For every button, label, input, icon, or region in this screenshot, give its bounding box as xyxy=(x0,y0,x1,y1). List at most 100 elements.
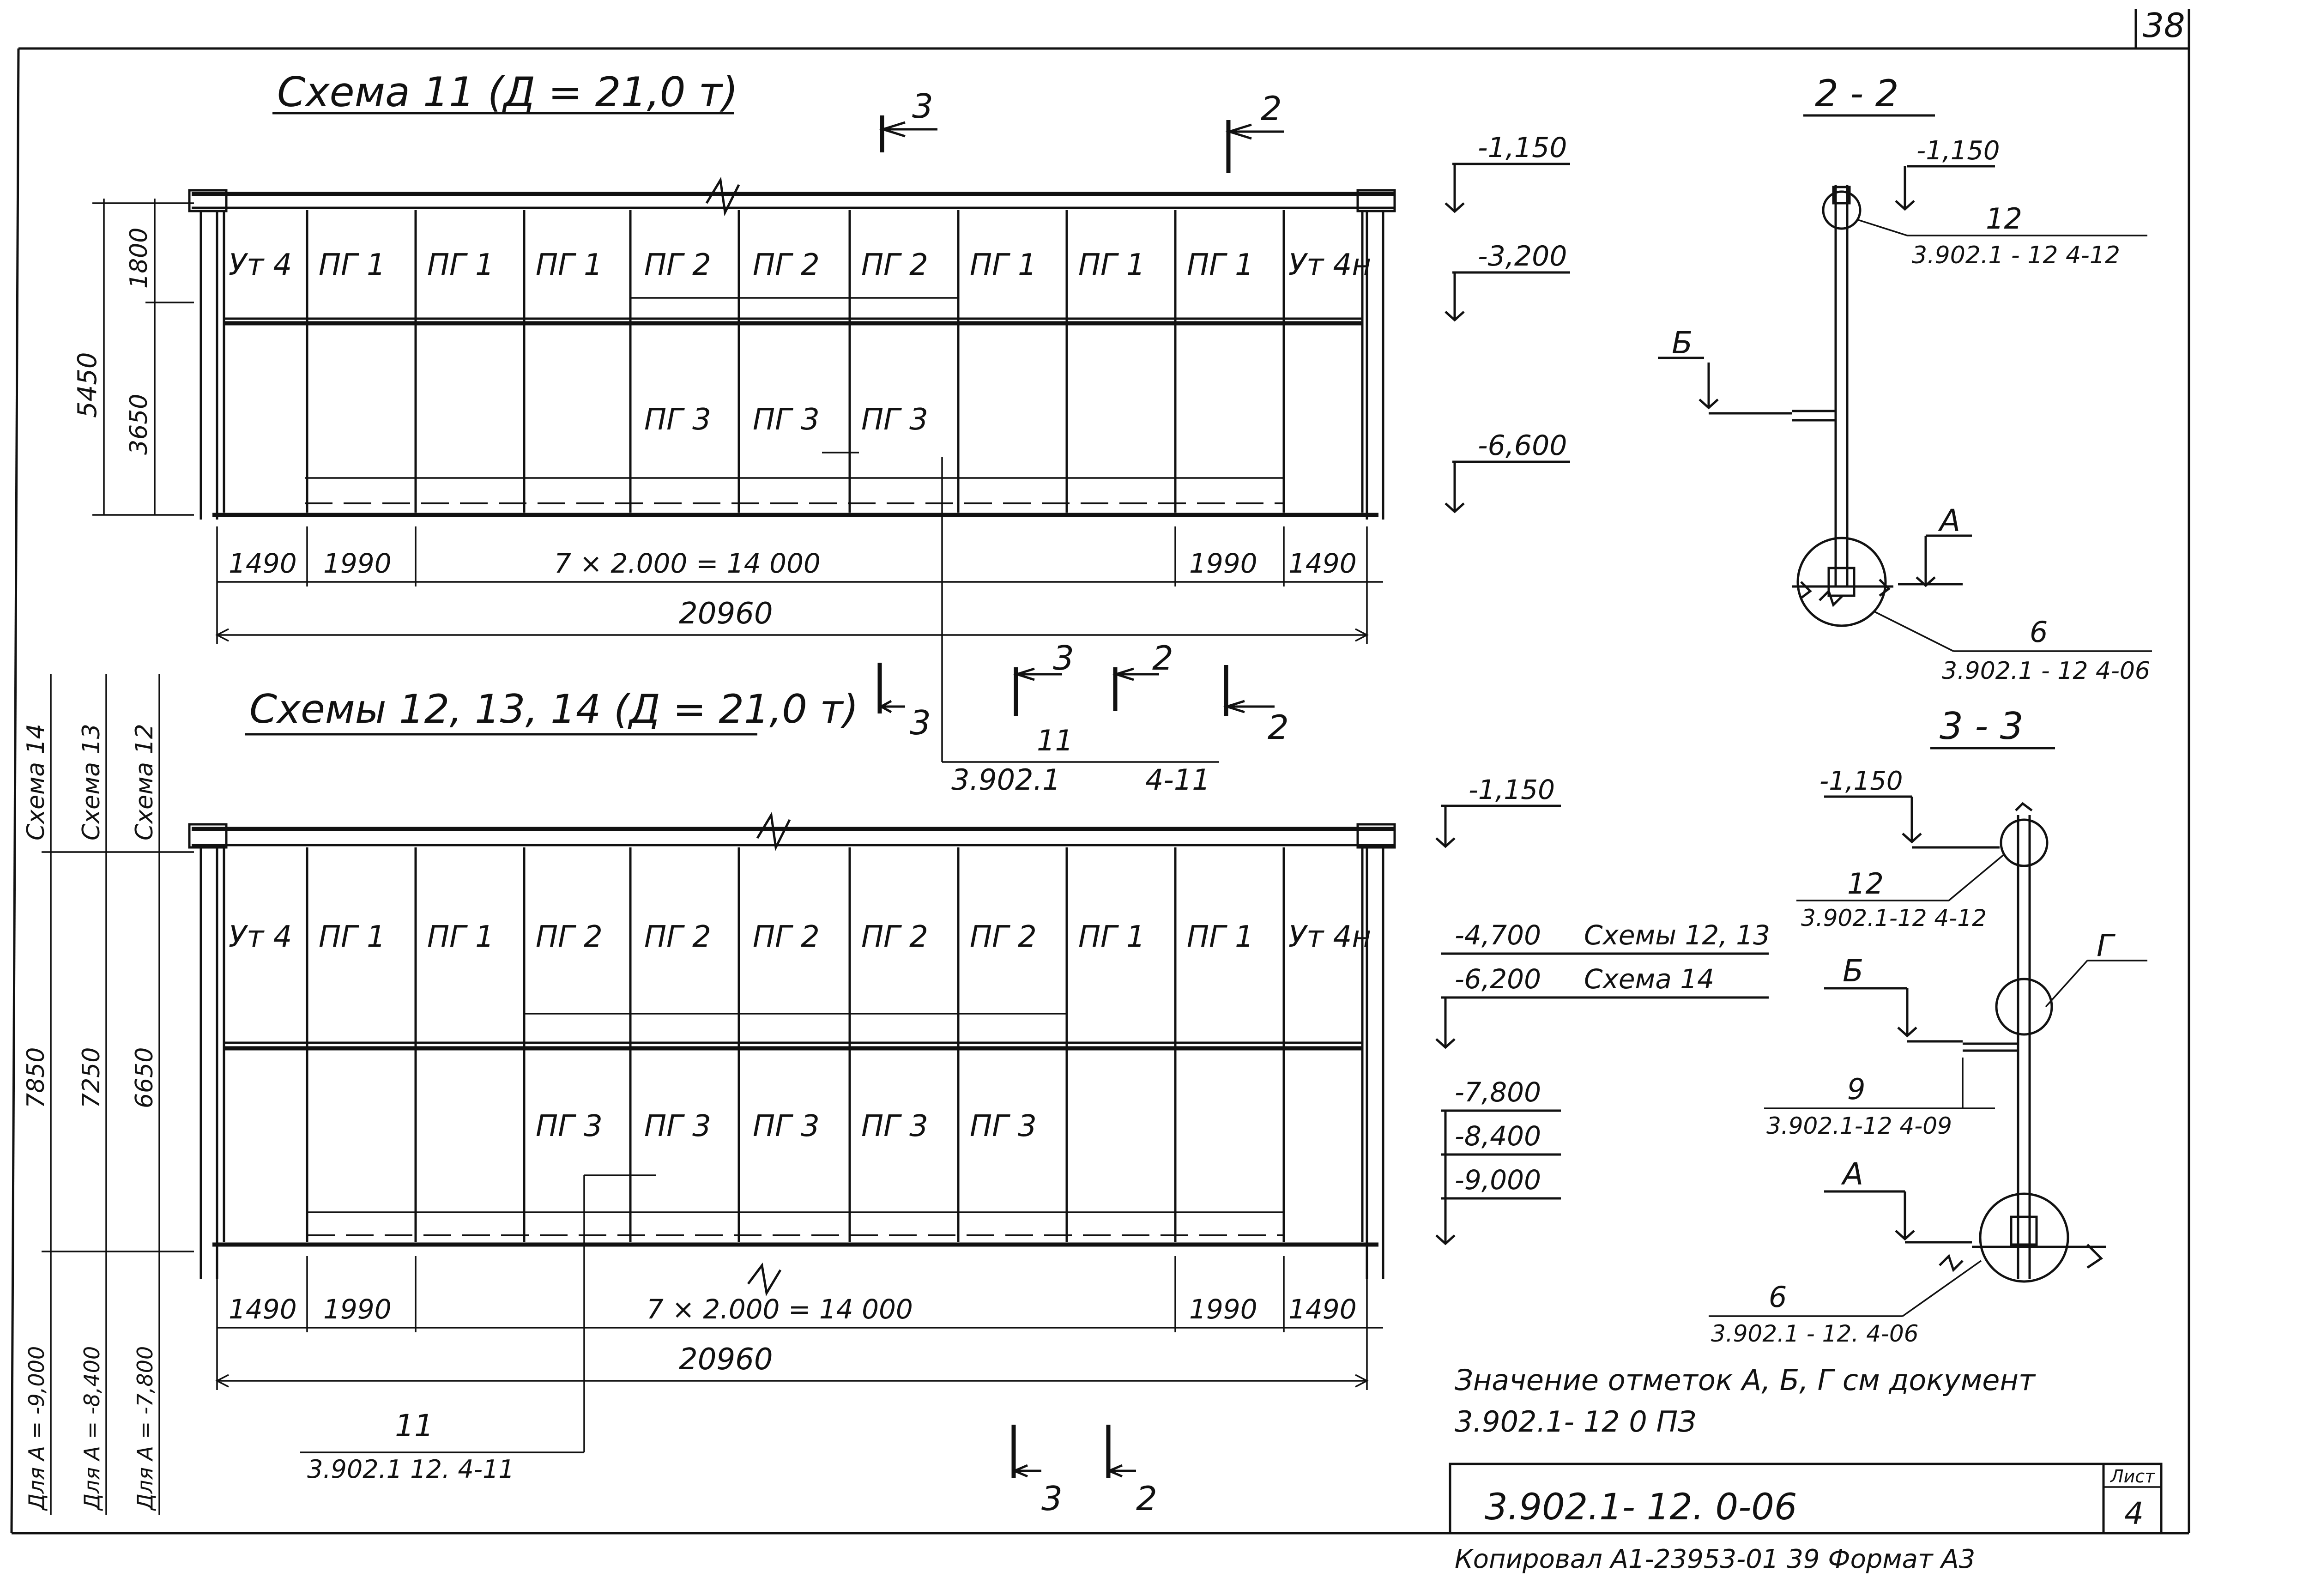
callout-ref: 3.902.1 12. 4-11 xyxy=(307,1455,514,1484)
panel-label: ПГ 1 xyxy=(1187,248,1254,282)
callout-6-num: 6 xyxy=(2030,615,2048,649)
schema-12-14-callout: 11 3.902.1 12. 4-11 xyxy=(300,1174,656,1484)
panel-label: ПГ 2 xyxy=(753,248,820,282)
section-mark-2: 2 xyxy=(1136,1479,1157,1518)
section-2-2-title: 2 - 2 xyxy=(1815,72,1899,115)
panel-label: Ут 4н xyxy=(1288,920,1371,954)
panel-label: ПГ 1 xyxy=(536,248,603,282)
side-note-7800: Для А = -7,800 xyxy=(133,1346,157,1511)
stamp-code: 3.902.1- 12. 0-06 xyxy=(1485,1487,1797,1528)
level-label: -3,200 xyxy=(1478,240,1567,272)
mark-a: А xyxy=(1841,1156,1863,1192)
panel-label: Ут 4 xyxy=(229,248,292,282)
sheet-frame: 38 xyxy=(10,6,2190,1535)
schema-11-row2-labels: ПГ 3 ПГ 3 ПГ 3 xyxy=(644,403,928,437)
panel-label: ПГ 1 xyxy=(1078,248,1145,282)
panel-label: ПГ 3 xyxy=(644,403,711,437)
hdim: 1990 xyxy=(323,548,392,579)
callout-num: 11 xyxy=(395,1408,434,1444)
section-3-3-title: 3 - 3 xyxy=(1940,705,2024,748)
callout-ref2: 4-11 xyxy=(1145,763,1210,797)
panel-label: ПГ 1 xyxy=(1187,920,1254,954)
panel-label: ПГ 2 xyxy=(970,920,1037,954)
total-dim: 20960 xyxy=(679,597,773,631)
level-label: -6,200 xyxy=(1455,963,1541,995)
note-line-1: Значение отметок А, Б, Г см документ xyxy=(1455,1363,2036,1397)
level-label: -1,150 xyxy=(1916,136,2000,166)
level-label: -1,150 xyxy=(1478,132,1567,164)
level-label: -4,700 xyxy=(1455,919,1541,951)
hdim: 1990 xyxy=(323,1294,392,1325)
hdim: 1490 xyxy=(229,1294,297,1325)
callout-9-ref: 3.902.1-12 4-09 xyxy=(1766,1112,1952,1139)
schema-11-title: Схема 11 (Д = 21,0 т) xyxy=(277,68,738,116)
vdim-3650: 3650 xyxy=(125,394,153,455)
panel-label: ПГ 1 xyxy=(970,248,1037,282)
panel-label: ПГ 1 xyxy=(1078,920,1145,954)
schema-12-14-row2-labels: ПГ 3 ПГ 3 ПГ 3 ПГ 3 ПГ 3 xyxy=(536,1109,1037,1143)
schema-11-section-marks-lower: 3 3 2 2 xyxy=(877,639,1289,747)
callout-12-num: 12 xyxy=(1986,202,2022,236)
hdim: 1490 xyxy=(1288,548,1357,579)
total-dim: 20960 xyxy=(679,1342,773,1377)
note-line-2: 3.902.1- 12 0 ПЗ xyxy=(1455,1405,1696,1439)
stamp-list-number: 4 xyxy=(2124,1496,2144,1531)
panel-label: Ут 4н xyxy=(1288,248,1371,282)
callout-12-ref: 3.902.1-12 4-12 xyxy=(1801,905,1987,931)
schema-12-14-horizontal-dims: 1490 1990 7 × 2.000 = 14 000 1990 1490 2… xyxy=(215,1256,1383,1390)
level-note: Схемы 12, 13 xyxy=(1584,919,1770,951)
stamp-list-label: Лист xyxy=(2110,1466,2156,1487)
panel-label: Ут 4 xyxy=(229,920,292,954)
schema-11-row1-labels: Ут 4 ПГ 1 ПГ 1 ПГ 1 ПГ 2 ПГ 2 ПГ 2 ПГ 1 … xyxy=(229,248,1371,282)
hdim: 1990 xyxy=(1189,1294,1257,1325)
callout-9-num: 9 xyxy=(1847,1072,1865,1106)
callout-12-num: 12 xyxy=(1847,867,1884,901)
hdim: 7 × 2.000 = 14 000 xyxy=(647,1294,913,1325)
vdim-5450: 5450 xyxy=(73,352,103,418)
stamp-footer: Копировал А1-23953-01 39 Формат А3 xyxy=(1455,1544,1975,1574)
panel-label: ПГ 3 xyxy=(753,403,820,437)
section-mark-2-lower: 2 xyxy=(1268,708,1289,747)
callout-6-ref: 3.902.1 - 12 4-06 xyxy=(1942,657,2150,685)
level-note: Схема 14 xyxy=(1584,963,1714,995)
panel-label: ПГ 3 xyxy=(753,1109,820,1143)
section-mark-3: 3 xyxy=(912,87,933,126)
panel-label: ПГ 3 xyxy=(536,1109,603,1143)
callout-ref: 3.902.1 xyxy=(951,763,1061,797)
schema-12-14-levels: -1,150 -4,700 Схемы 12, 13 -6,200 Схема … xyxy=(1435,774,1770,1245)
panel-label: ПГ 2 xyxy=(644,248,711,282)
panel-label: ПГ 3 xyxy=(644,1109,711,1143)
schema-11-section-marks: 3 2 xyxy=(879,87,1284,173)
panel-label: ПГ 3 xyxy=(970,1109,1037,1143)
panel-label: ПГ 2 xyxy=(536,920,603,954)
vdim-1800: 1800 xyxy=(125,228,153,289)
callout-6-ref: 3.902.1 - 12. 4-06 xyxy=(1711,1320,1919,1347)
schema-12-14-row1-labels: Ут 4 ПГ 1 ПГ 1 ПГ 2 ПГ 2 ПГ 2 ПГ 2 ПГ 2 … xyxy=(229,920,1371,954)
section-mark-2: 2 xyxy=(1261,89,1282,128)
level-label: -6,600 xyxy=(1478,429,1567,462)
section-3-3: 3 - 3 -1,150 12 3.902.1-12 4-12 Г xyxy=(1709,705,2147,1347)
schema-11-callout: 11 3.902.1 4-11 xyxy=(822,452,1219,797)
schema-11-horizontal-dims: 1490 1990 7 × 2.000 = 14 000 1990 1490 2… xyxy=(215,526,1383,644)
mark-a: А xyxy=(1938,503,1960,538)
schema-11: Схема 11 (Д = 21,0 т) xyxy=(73,68,1570,797)
side-height-6650: 6650 xyxy=(131,1047,158,1108)
level-label: -1,150 xyxy=(1819,766,1903,796)
hdim: 7 × 2.000 = 14 000 xyxy=(554,548,821,579)
level-label: -9,000 xyxy=(1455,1164,1541,1196)
panel-label: ПГ 3 xyxy=(861,403,928,437)
side-label-schema14: Схема 14 xyxy=(22,724,50,840)
schema-11-panel-dividers xyxy=(306,210,1285,513)
side-note-9000: Для А = -9,000 xyxy=(24,1346,49,1511)
schema-12-14-section-marks: 3 2 xyxy=(1011,1425,1157,1518)
section-2-2: 2 - 2 -1,150 12 3.902.1 - 12 4-12 Б xyxy=(1658,72,2152,685)
side-height-7850: 7850 xyxy=(22,1047,50,1108)
callout-num: 11 xyxy=(1037,724,1073,757)
panel-label: ПГ 1 xyxy=(427,920,494,954)
page-number: 38 xyxy=(2143,6,2185,45)
side-labels: Схема 14 Схема 13 Схема 12 7850 7250 665… xyxy=(22,674,194,1515)
panel-label: ПГ 3 xyxy=(861,1109,928,1143)
side-note-8400: Для А = -8,400 xyxy=(79,1346,104,1511)
level-label: -7,800 xyxy=(1455,1076,1541,1108)
